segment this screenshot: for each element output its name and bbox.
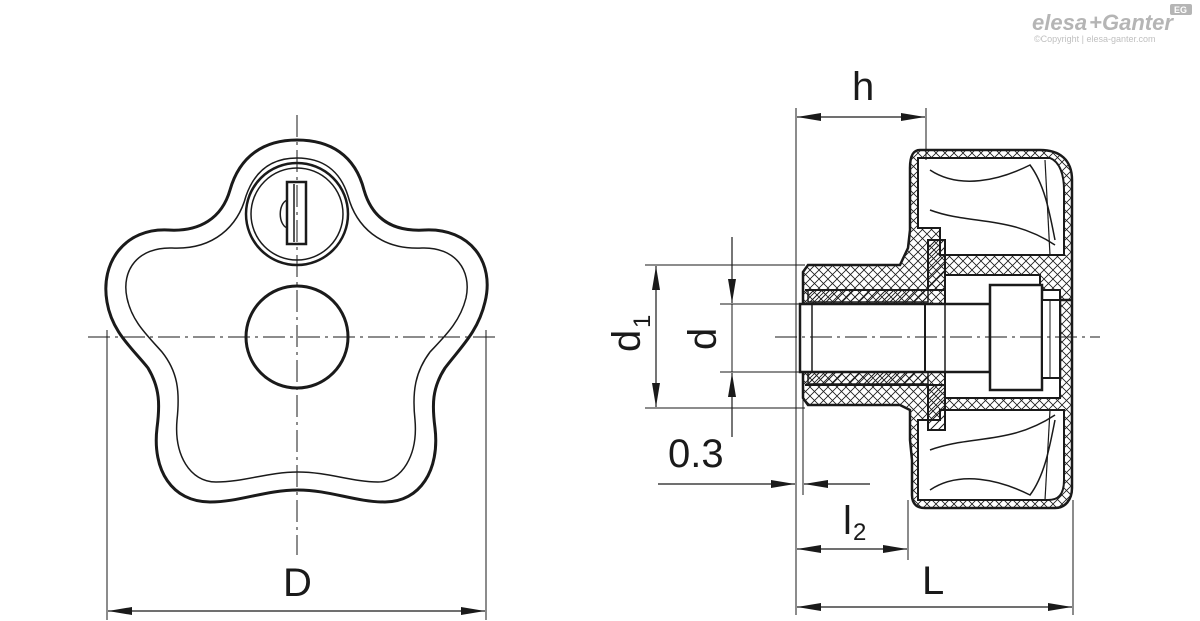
bore-cavity (798, 302, 992, 374)
dimension-D-label: D (283, 561, 312, 605)
dimension-d1-base: d (605, 330, 649, 352)
brand-copyright: ©Copyright | elesa-ganter.com (1034, 34, 1156, 44)
dimension-L-label: L (922, 559, 944, 603)
dimension-d1-sub: 1 (629, 315, 656, 328)
dimension-d-label: d (681, 328, 725, 350)
brand-badge: EG (1174, 5, 1187, 15)
dimension-h-label: h (852, 65, 874, 109)
brand-name-part2: Ganter (1102, 10, 1174, 35)
front-view (88, 115, 500, 620)
dimension-d1-label: d 1 (605, 315, 656, 352)
brand-badge-icon (1170, 4, 1192, 15)
dimension-l2-sub: 2 (853, 519, 866, 546)
brand-logo: elesa + Ganter ©Copyright | elesa-ganter… (1032, 4, 1192, 44)
dimension-l2-label: l 2 (843, 499, 866, 546)
knob-inner-contour (125, 157, 468, 483)
knob-outer-outline (104, 138, 489, 504)
brand-name-part1: elesa (1032, 10, 1087, 35)
svg-text:d: d (681, 328, 725, 350)
dimension-l2-base: l (843, 499, 852, 543)
dimension-0.3-label: 0.3 (668, 432, 724, 476)
side-section-view (645, 108, 1100, 615)
lock-cylinder-icon (279, 199, 288, 229)
brand-name-plus: + (1089, 10, 1102, 35)
lock-cap (1041, 299, 1061, 379)
key-slot-icon (285, 180, 308, 246)
